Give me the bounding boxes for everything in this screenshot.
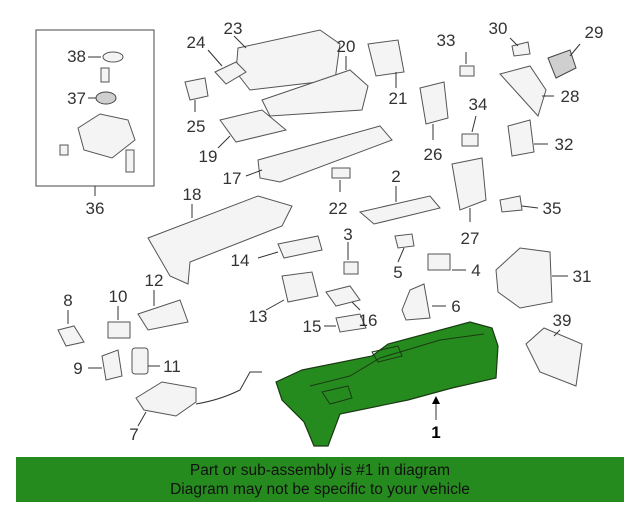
callout-29: 29	[585, 23, 604, 42]
callout-20: 20	[337, 37, 356, 56]
part-17-trim[interactable]	[257, 125, 393, 183]
part-21[interactable]	[367, 39, 405, 77]
part-34[interactable]	[461, 133, 479, 147]
part-10[interactable]	[107, 321, 131, 339]
callout-26: 26	[424, 145, 443, 164]
part-8[interactable]	[57, 325, 85, 347]
callout-11: 11	[163, 357, 181, 376]
part-28[interactable]	[499, 65, 547, 117]
callout-22: 22	[329, 199, 348, 218]
callout-3: 3	[343, 225, 352, 244]
callout-7: 7	[129, 425, 138, 444]
callout-1: 1	[431, 423, 440, 442]
part-18[interactable]	[147, 195, 293, 285]
callout-35: 35	[543, 199, 562, 218]
callout-31: 31	[573, 267, 592, 286]
part-29[interactable]	[547, 49, 577, 79]
part-26[interactable]	[419, 81, 449, 125]
callout-34: 34	[469, 95, 488, 114]
part-11[interactable]	[131, 347, 149, 375]
callout-16: 16	[359, 311, 378, 330]
callout-19: 19	[199, 147, 218, 166]
callout-24: 24	[187, 33, 206, 52]
part-9[interactable]	[101, 349, 123, 381]
part-6[interactable]	[401, 283, 431, 321]
callout-32: 32	[555, 135, 574, 154]
part-7[interactable]	[135, 381, 197, 417]
footer-banner: Part or sub-assembly is #1 in diagram Di…	[16, 457, 624, 502]
callout-36: 36	[86, 199, 105, 218]
callout-8: 8	[63, 291, 72, 310]
part-25[interactable]	[184, 77, 209, 101]
callout-38: 38	[67, 47, 86, 66]
part-31[interactable]	[495, 247, 553, 309]
inset-box	[35, 29, 155, 187]
part-3[interactable]	[343, 261, 359, 275]
part-32[interactable]	[507, 119, 535, 157]
part-15[interactable]	[335, 313, 367, 333]
callout-15: 15	[303, 317, 322, 336]
callout-9: 9	[73, 359, 82, 378]
part-1-center-console[interactable]	[275, 321, 499, 447]
part-22[interactable]	[331, 167, 351, 179]
callout-37: 37	[67, 89, 86, 108]
part-16[interactable]	[325, 285, 361, 307]
part-shifter-base[interactable]	[77, 113, 136, 159]
callout-28: 28	[561, 87, 580, 106]
callout-27: 27	[461, 229, 480, 248]
part-20-bracket[interactable]	[261, 69, 369, 117]
part-screw[interactable]	[100, 67, 110, 83]
callout-13: 13	[249, 307, 268, 326]
footer-line-2: Diagram may not be specific to your vehi…	[170, 481, 470, 498]
callout-14: 14	[231, 251, 250, 270]
callout-39: 39	[553, 311, 572, 330]
part-27[interactable]	[451, 157, 487, 211]
callout-6: 6	[451, 297, 460, 316]
part-4[interactable]	[427, 253, 451, 271]
callout-25: 25	[187, 117, 206, 136]
callout-33: 33	[437, 31, 456, 50]
callout-2: 2	[391, 167, 400, 186]
part-39[interactable]	[525, 327, 583, 387]
callout-18: 18	[183, 185, 202, 204]
part-13[interactable]	[281, 271, 319, 303]
part-37-nut[interactable]	[95, 91, 117, 105]
callout-17: 17	[223, 169, 242, 188]
part-24[interactable]	[214, 61, 247, 85]
part-12[interactable]	[137, 299, 189, 331]
callout-4: 4	[471, 261, 480, 280]
part-35[interactable]	[499, 195, 523, 213]
part-2-pad[interactable]	[358, 195, 441, 225]
callout-10: 10	[109, 287, 128, 306]
part-30[interactable]	[511, 41, 531, 57]
part-19[interactable]	[219, 109, 288, 143]
callout-30: 30	[489, 19, 508, 38]
callout-23: 23	[224, 19, 243, 38]
part-33[interactable]	[459, 65, 475, 77]
parts-diagram: 38 37 36 23 24 25 20 21 19 17 18 14 22 2…	[35, 19, 604, 447]
part-5[interactable]	[394, 233, 415, 249]
part-38-ring[interactable]	[102, 51, 124, 63]
callout-12: 12	[145, 271, 164, 290]
footer-line-1: Part or sub-assembly is #1 in diagram	[189, 462, 451, 479]
callout-5: 5	[393, 263, 402, 282]
callout-21: 21	[389, 89, 408, 108]
part-14[interactable]	[277, 235, 323, 259]
